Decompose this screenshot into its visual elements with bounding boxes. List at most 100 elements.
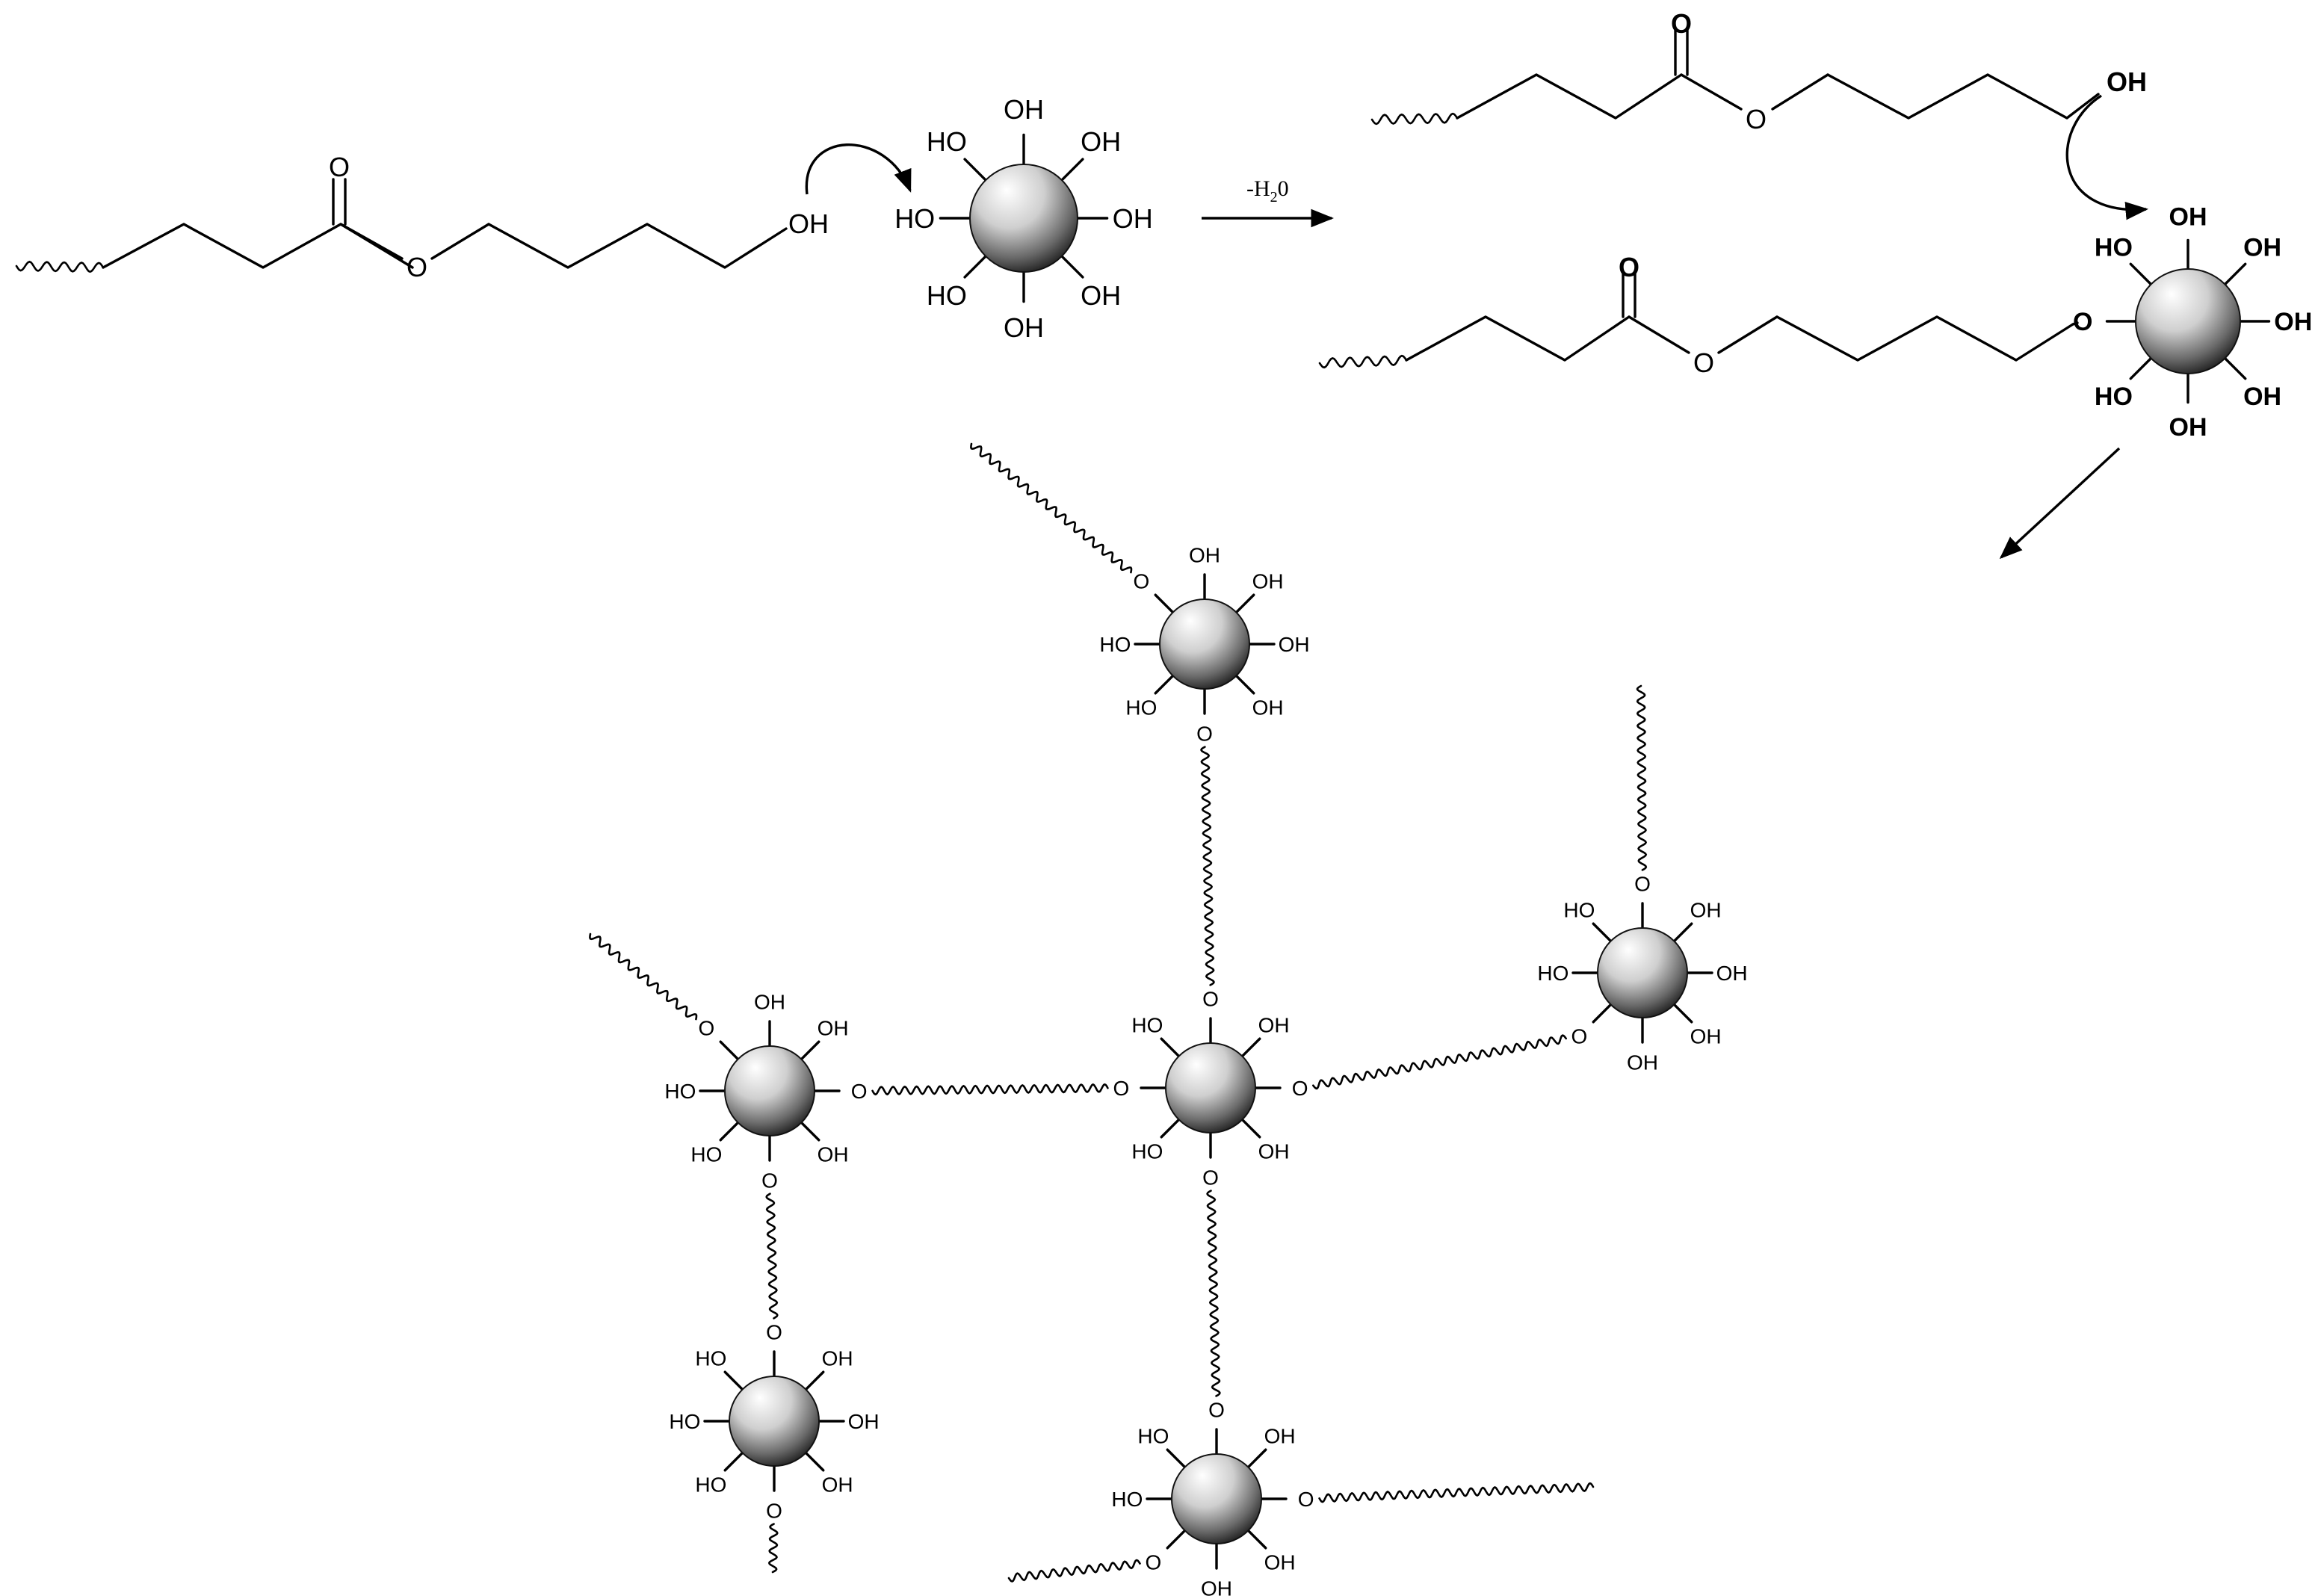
particles: OHOHOHOHOHHOHOHOOHOHOHOHOHHOOHOOHOHOHOHO…	[664, 94, 2312, 1596]
hydroxyl-label: OH	[2169, 202, 2207, 231]
ester-oxygen-label: O	[407, 252, 427, 282]
hydroxyl-label: OH	[1004, 94, 1044, 125]
linking-oxygen-label: O	[1134, 570, 1150, 593]
hydroxyl-label: HO	[1111, 1488, 1143, 1511]
hydroxyl-label: OH	[2274, 308, 2312, 336]
sphere-particle-icon	[2135, 268, 2241, 374]
hydroxyl-label: OH	[1258, 1014, 1290, 1037]
hydroxyl-label: HO	[1099, 633, 1131, 656]
bond	[1246, 1448, 1267, 1469]
carbonyl-oxygen-label: O	[329, 152, 350, 182]
wavy-bond-icon	[871, 1083, 1109, 1096]
bond	[1240, 1118, 1261, 1139]
bond	[1672, 922, 1693, 943]
bond	[1234, 593, 1255, 614]
hydroxyl-label: HO	[2095, 383, 2133, 411]
hydroxyl-label: OH	[1201, 1577, 1232, 1596]
carbonyl-oxygen-label: O	[1671, 8, 1692, 39]
bond	[1160, 1037, 1181, 1058]
bond	[2129, 356, 2153, 380]
sphere-particle-icon	[1597, 927, 1688, 1018]
wavy-bonds	[15, 112, 1648, 1583]
terminal-hydroxyl-label: OH	[2107, 66, 2147, 97]
linking-oxygen-label: O	[1202, 988, 1219, 1011]
hydroxyl-label: OH	[754, 991, 785, 1014]
hydroxyl-label: HO	[664, 1080, 696, 1103]
bond	[723, 1370, 744, 1391]
hydroxyl-label: HO	[1131, 1140, 1163, 1163]
linking-oxygen-label: O	[766, 1321, 782, 1344]
hydroxyl-label: OH	[2243, 234, 2281, 262]
hydroxyl-label: OH	[1081, 126, 1121, 157]
wavy-bond-icon	[970, 442, 1133, 574]
hydroxyl-label: HO	[2095, 234, 2133, 262]
bond	[1246, 1529, 1267, 1550]
wavy-bond-icon	[765, 1193, 779, 1320]
hydroxyl-label: HO	[1137, 1425, 1169, 1448]
hydroxyl-label: OH	[1113, 203, 1153, 234]
hydroxyl-label: OH	[1690, 1025, 1722, 1048]
hydroxyl-label: HO	[1537, 962, 1568, 985]
hydroxyl-label: OH	[1081, 280, 1121, 311]
bond	[2071, 321, 2079, 326]
hydroxyl-label: HO	[690, 1143, 722, 1166]
reaction-arrow-icon	[1999, 447, 2121, 560]
sphere-particle-icon	[724, 1045, 815, 1136]
linking-oxygen-label: O	[699, 1017, 715, 1040]
linking-oxygen-label: O	[1292, 1077, 1308, 1100]
bond	[719, 1121, 740, 1142]
bond	[804, 1370, 825, 1391]
hydroxyl-label: OH	[1189, 544, 1220, 567]
curved-arrow-icon	[805, 143, 912, 195]
terminal-hydroxyl-label: OH	[788, 208, 829, 239]
wavy-bond-icon	[1318, 1482, 1595, 1503]
hydroxyl-label: HO	[669, 1410, 700, 1433]
bond	[804, 1451, 825, 1472]
wavy-bond-icon	[767, 1523, 779, 1574]
curved-arrow-icon	[2065, 94, 2149, 220]
hydroxyl-label: HO	[1125, 696, 1157, 720]
linking-oxygen-label: O	[1202, 1166, 1219, 1190]
bond	[723, 1451, 744, 1472]
bond	[1166, 1448, 1187, 1469]
bond	[1154, 674, 1175, 695]
hydroxyl-label: OH	[1279, 633, 1310, 656]
hydroxyl-label: OH	[818, 1017, 849, 1040]
linking-oxygen-label: O	[1208, 1399, 1225, 1422]
bond	[1060, 255, 1084, 279]
polyester-chain-product-upper: O O OH	[1456, 8, 2147, 134]
linking-oxygen-label: O	[1298, 1488, 1314, 1511]
wavy-bond-icon	[1200, 746, 1215, 986]
bond	[1060, 158, 1084, 182]
sphere-particle-icon	[969, 164, 1078, 273]
wavy-bond-icon	[1318, 354, 1408, 369]
linking-oxygen-label: O	[1196, 723, 1213, 746]
ester-oxygen-label: O	[1746, 104, 1767, 134]
hydroxyl-label: OH	[818, 1143, 849, 1166]
bond	[719, 1040, 740, 1061]
polyester-chain-product-lower: O O	[1405, 252, 2074, 378]
wavy-bond-icon	[1636, 684, 1648, 871]
bond	[800, 1121, 820, 1142]
hydroxyl-label: OH	[1690, 899, 1722, 922]
hydroxyl-label: HO	[1131, 1014, 1163, 1037]
bond	[2223, 356, 2247, 380]
bond	[963, 255, 987, 279]
sphere-particle-icon	[729, 1376, 820, 1467]
hydroxyl-label: OH	[848, 1410, 880, 1433]
wavy-bond-icon	[1007, 1559, 1141, 1583]
linking-oxygen-label: O	[851, 1080, 868, 1103]
wavy-bond-icon	[1312, 1034, 1567, 1090]
sphere-particle-icon	[1165, 1042, 1256, 1133]
wavy-bond-icon	[1370, 112, 1459, 126]
hydroxyl-label: HO	[894, 203, 935, 234]
ester-oxygen-label: O	[1693, 347, 1714, 378]
hydroxyl-label: OH	[1004, 312, 1044, 343]
bond	[1166, 1529, 1187, 1550]
